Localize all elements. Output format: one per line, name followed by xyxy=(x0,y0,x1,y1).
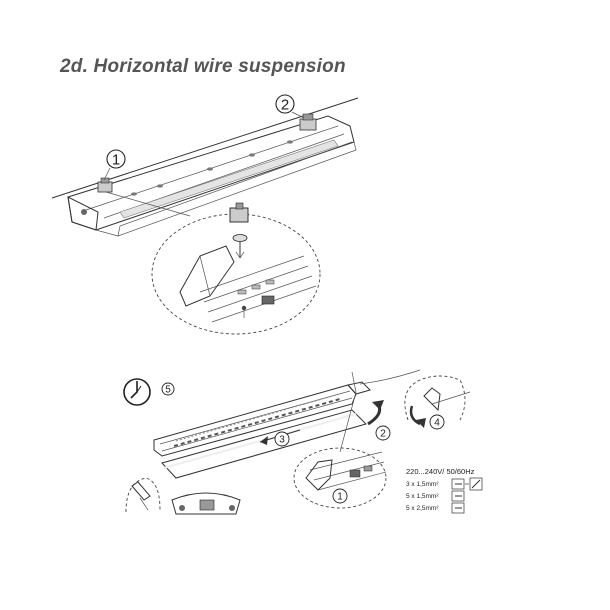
voltage-spec: 220...240V/ 50/60Hz xyxy=(406,467,475,476)
bottom-step-5-marker: 5 xyxy=(161,382,175,396)
svg-text:3 x 1,5mm²: 3 x 1,5mm² xyxy=(406,481,439,488)
power-off-icon xyxy=(123,378,151,406)
svg-text:2: 2 xyxy=(281,97,289,114)
bottom-illustration: 5 3 xyxy=(123,369,483,515)
wiring-row: 5 x 2,5mm² xyxy=(406,502,465,514)
svg-text:3: 3 xyxy=(279,435,285,446)
detail-endcap: 4 xyxy=(404,375,471,430)
slide-arrow: 3 xyxy=(259,429,301,447)
top-step-1-marker: 1 xyxy=(103,149,126,181)
top-illustration: 1 2 xyxy=(51,94,359,335)
detail-magnifier xyxy=(151,202,321,335)
wiring-row: 3 x 1,5mm² xyxy=(406,477,483,491)
top-step-2-marker: 2 xyxy=(275,94,305,119)
detail-connection: 1 xyxy=(293,447,387,509)
luminaire-open-view xyxy=(153,381,371,457)
wire-clip-1 xyxy=(97,177,113,193)
svg-text:1: 1 xyxy=(112,152,120,169)
svg-text:5 x 1,5mm²: 5 x 1,5mm² xyxy=(406,493,439,500)
diffuser-cover xyxy=(161,409,367,479)
luminaire-top-view xyxy=(67,113,357,237)
rotate-arrow: 2 xyxy=(367,400,391,441)
screwdriver-detail xyxy=(125,477,161,513)
svg-text:5: 5 xyxy=(165,385,171,396)
wiring-row: 5 x 1,5mm² xyxy=(406,490,465,502)
svg-text:5 x 2,5mm²: 5 x 2,5mm² xyxy=(406,505,439,512)
wire-clip-2 xyxy=(299,113,317,131)
section-title: 2d. Horizontal wire suspension xyxy=(60,56,346,77)
svg-text:2: 2 xyxy=(380,429,386,440)
svg-text:4: 4 xyxy=(434,418,440,429)
svg-text:1: 1 xyxy=(337,492,343,503)
wiring-spec: 220...240V/ 50/60Hz 3 x 1,5mm² 5 x 1,5mm… xyxy=(406,467,483,514)
endcap-detail xyxy=(171,492,241,515)
